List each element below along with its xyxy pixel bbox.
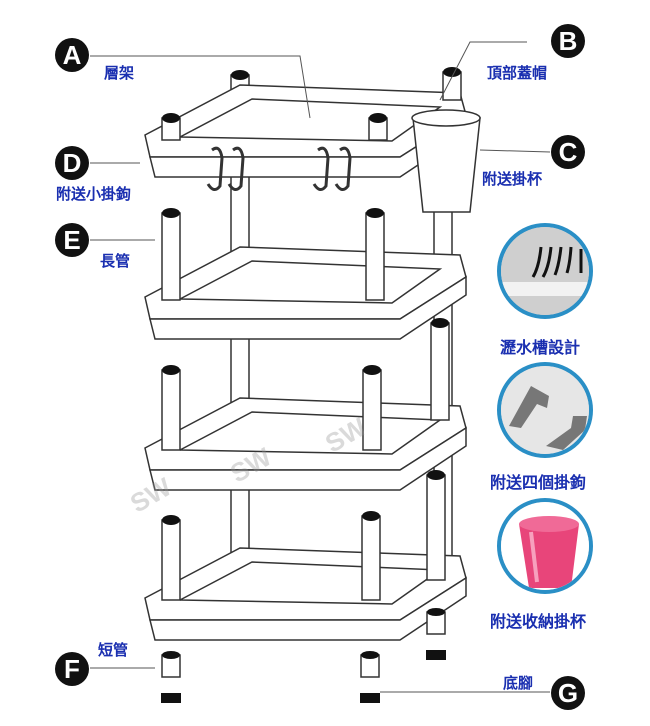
callout-line-0 (90, 55, 311, 119)
shelf-2-edge (149, 275, 467, 340)
badge-e: E (55, 223, 89, 257)
callout-line-1 (439, 41, 527, 101)
long-pipe-2 (161, 369, 181, 451)
hooks-image (497, 362, 593, 458)
label-cup: 附送掛杯 (482, 170, 543, 188)
badge-a: A (55, 38, 89, 72)
callout-line-2 (479, 149, 551, 153)
small-hook-1 (227, 146, 245, 191)
label-top-cap: 頂部蓋帽 (487, 64, 548, 82)
label-short-pipe: 短管 (98, 641, 129, 659)
label-foot: 底腳 (503, 674, 534, 692)
badge-f: F (55, 652, 89, 686)
badge-c: C (551, 135, 585, 169)
short-pipe-top-2 (427, 608, 445, 616)
shelf-3-edge (149, 426, 467, 491)
feature-drain-groove: 瀝水槽設計 (500, 338, 581, 357)
top-cap-right-cap (369, 113, 387, 123)
foot-1 (360, 693, 380, 703)
long-pipe-4 (430, 322, 450, 421)
shelf-4-edge (149, 576, 467, 641)
top-cap-back-cap (443, 67, 461, 77)
label-long-pipe: 長管 (100, 252, 131, 270)
long-pipe-1-cap (366, 208, 384, 218)
long-pipe-7 (426, 474, 446, 581)
small-hook-2 (312, 146, 330, 191)
long-pipe-0 (161, 212, 181, 301)
short-pipe-top-0 (162, 651, 180, 659)
long-pipe-0-cap (162, 208, 180, 218)
top-cap-left-cap (162, 113, 180, 123)
hanging-cup (412, 117, 481, 213)
badge-b: B (551, 24, 585, 58)
long-pipe-6 (361, 515, 381, 601)
storage-cup-image (497, 498, 593, 594)
short-pipe-top-1 (361, 651, 379, 659)
feature-four-hooks: 附送四個掛鉤 (490, 473, 587, 492)
feature-storage-cup: 附送收納掛杯 (490, 612, 587, 631)
long-pipe-6-cap (362, 511, 380, 521)
label-shelf: 層架 (104, 64, 135, 82)
badge-d: D (55, 146, 89, 180)
long-pipe-5-cap (162, 515, 180, 525)
small-hook-0 (206, 146, 224, 191)
foot-0 (161, 693, 181, 703)
label-small-hook: 附送小掛鉤 (56, 185, 132, 203)
hanging-cup-rim (411, 109, 481, 127)
long-pipe-7-cap (427, 470, 445, 480)
foot-2 (426, 650, 446, 660)
long-pipe-1 (365, 212, 385, 301)
back-post-cap (231, 70, 249, 80)
small-hook-3 (334, 146, 352, 191)
drain-groove-image (497, 223, 593, 319)
badge-g: G (551, 676, 585, 710)
long-pipe-2-cap (162, 365, 180, 375)
long-pipe-5 (161, 519, 181, 601)
long-pipe-3-cap (363, 365, 381, 375)
long-pipe-4-cap (431, 318, 449, 328)
